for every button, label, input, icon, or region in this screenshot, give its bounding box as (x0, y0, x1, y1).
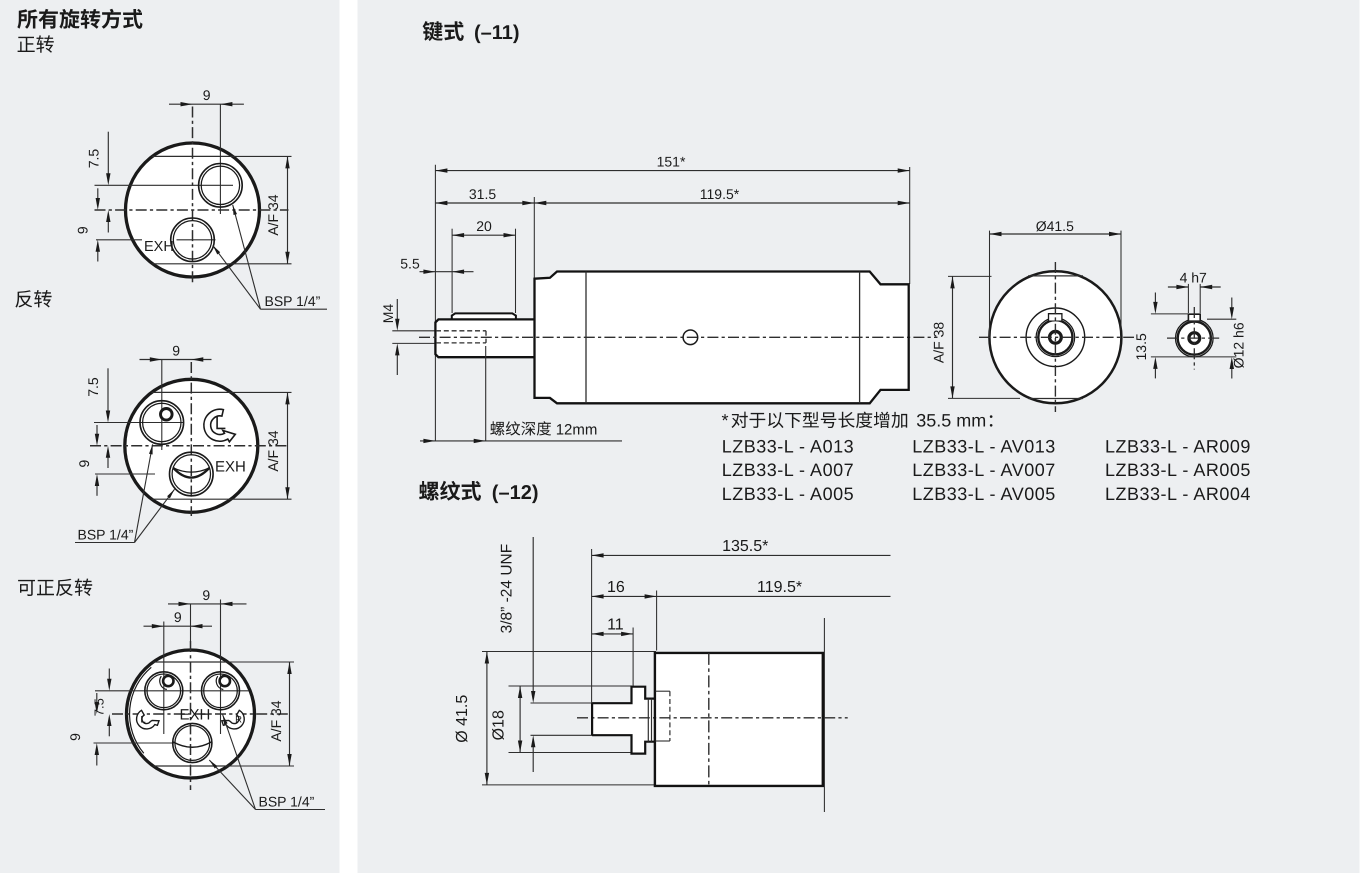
svg-text:Ø41.5: Ø41.5 (1036, 218, 1074, 234)
svg-text:A/F 34: A/F 34 (265, 194, 281, 235)
svg-text:M4: M4 (380, 304, 396, 324)
svg-text:20: 20 (476, 218, 492, 234)
svg-text:Ø18: Ø18 (491, 710, 508, 740)
svg-text:9: 9 (74, 226, 90, 234)
svg-text:151*: 151* (657, 153, 686, 169)
svg-text:12mm: 12mm (556, 421, 598, 438)
svg-text:LZB33-L - AV005: LZB33-L - AV005 (912, 484, 1056, 504)
svg-text:9: 9 (203, 87, 211, 103)
svg-text:(–12): (–12) (492, 482, 539, 504)
svg-text:11: 11 (607, 616, 624, 633)
svg-text:7.5: 7.5 (86, 149, 102, 169)
svg-text:13.5: 13.5 (1133, 333, 1149, 360)
svg-text:5.5: 5.5 (400, 255, 420, 271)
svg-text:9: 9 (172, 343, 180, 359)
svg-text:119.5*: 119.5* (700, 186, 740, 202)
svg-text:R: R (235, 714, 242, 725)
svg-text:BSP 1/4”: BSP 1/4” (78, 526, 134, 542)
svg-text:EXH: EXH (180, 707, 211, 724)
svg-text:LZB33-L - A007: LZB33-L - A007 (722, 460, 854, 480)
svg-text:*: * (722, 411, 729, 431)
svg-text:BSP 1/4”: BSP 1/4” (265, 293, 321, 309)
svg-text:9: 9 (202, 587, 210, 603)
svg-text:LZB33-L - A005: LZB33-L - A005 (722, 484, 854, 504)
svg-text:119.5*: 119.5* (757, 579, 802, 596)
svg-text:EXH: EXH (144, 239, 174, 255)
svg-text:Ø12 h6: Ø12 h6 (1231, 322, 1247, 368)
svg-text:Ø 41.5: Ø 41.5 (454, 695, 471, 743)
svg-text:LZB33-L - AR004: LZB33-L - AR004 (1105, 484, 1251, 504)
svg-text:9: 9 (76, 459, 92, 467)
svg-text:9: 9 (67, 733, 83, 741)
svg-text:A/F 34: A/F 34 (265, 430, 281, 471)
svg-text:LZB33-L - AR009: LZB33-L - AR009 (1105, 436, 1251, 456)
svg-text:A/F 34: A/F 34 (268, 700, 284, 741)
svg-text:BSP 1/4”: BSP 1/4” (259, 793, 315, 809)
svg-text:31.5: 31.5 (469, 186, 496, 202)
svg-text:7.5: 7.5 (91, 698, 106, 716)
svg-text:EXH: EXH (215, 458, 246, 475)
svg-text:LZB33-L - AV013: LZB33-L - AV013 (912, 436, 1056, 456)
svg-text:16: 16 (607, 579, 625, 596)
svg-text:9: 9 (174, 609, 182, 625)
svg-text:35.5 mm: 35.5 mm (916, 411, 986, 431)
svg-text:LZB33-L - AV007: LZB33-L - AV007 (912, 460, 1056, 480)
svg-text:4 h7: 4 h7 (1180, 270, 1207, 286)
svg-text:(–11): (–11) (474, 22, 520, 44)
svg-text:135.5*: 135.5* (722, 538, 768, 555)
svg-text:A/F 38: A/F 38 (931, 322, 947, 363)
svg-text:3/8” -24 UNF: 3/8” -24 UNF (499, 544, 516, 634)
svg-text:7.5: 7.5 (85, 377, 101, 397)
svg-text:LZB33-L - A013: LZB33-L - A013 (722, 436, 854, 456)
svg-text:LZB33-L - AR005: LZB33-L - AR005 (1105, 460, 1251, 480)
svg-text:L: L (140, 714, 145, 725)
